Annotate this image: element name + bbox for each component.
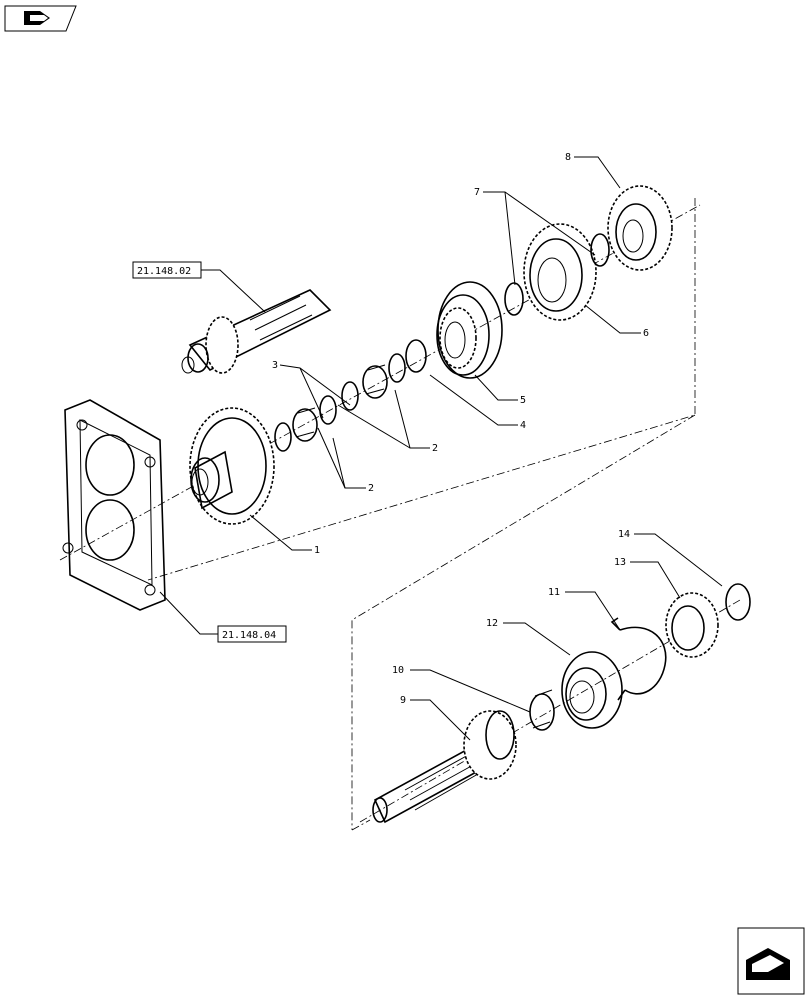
callout-6: 6: [643, 328, 649, 339]
reference-box-top[interactable]: 21.148.02: [132, 261, 266, 313]
callout-13: 13: [614, 557, 626, 568]
previous-page-icon[interactable]: [4, 5, 77, 32]
next-page-icon[interactable]: [737, 927, 805, 995]
reference-bottom-label: 21.148.04: [222, 630, 276, 641]
callout-4: 4: [520, 420, 526, 431]
callout-12: 12: [486, 618, 498, 629]
reference-box-bottom[interactable]: 21.148.04: [159, 591, 287, 643]
bearing-13: [665, 592, 719, 658]
gear-6: [523, 223, 597, 321]
gear-8: [607, 185, 673, 271]
snap-ring-7a: [504, 282, 524, 316]
needle-bearing-10: [529, 689, 555, 731]
circlip-11: [610, 617, 667, 701]
synchronizer-5: [436, 281, 503, 379]
callout-9: 9: [400, 695, 406, 706]
upper-shaft-axis: [59, 204, 701, 561]
output-shaft-9: [372, 710, 517, 824]
callout-2-upper: 2: [432, 443, 438, 454]
housing-plate: [62, 399, 166, 611]
callout-5: 5: [520, 395, 526, 406]
callout-3: 3: [272, 360, 278, 371]
reference-top-label: 21.148.02: [137, 266, 191, 277]
callout-11: 11: [548, 587, 560, 598]
ball-bearing-12: [561, 651, 623, 729]
callout-14: 14: [618, 529, 630, 540]
callout-10: 10: [392, 665, 404, 676]
input-shaft-top: [181, 289, 332, 374]
snap-ring-14: [725, 583, 751, 621]
snap-ring-7b: [590, 233, 610, 267]
callout-8: 8: [565, 152, 571, 163]
callout-7: 7: [474, 187, 480, 198]
leader-lines: [249, 156, 723, 741]
callout-2-lower: 2: [368, 483, 374, 494]
group-boundary-tail: [351, 819, 371, 831]
needle-bearings-and-rings: [274, 339, 427, 452]
lower-shaft-axis: [359, 599, 741, 823]
gear-1: [189, 407, 275, 525]
group-boundary-line: [147, 198, 696, 830]
callout-1: 1: [314, 545, 320, 556]
